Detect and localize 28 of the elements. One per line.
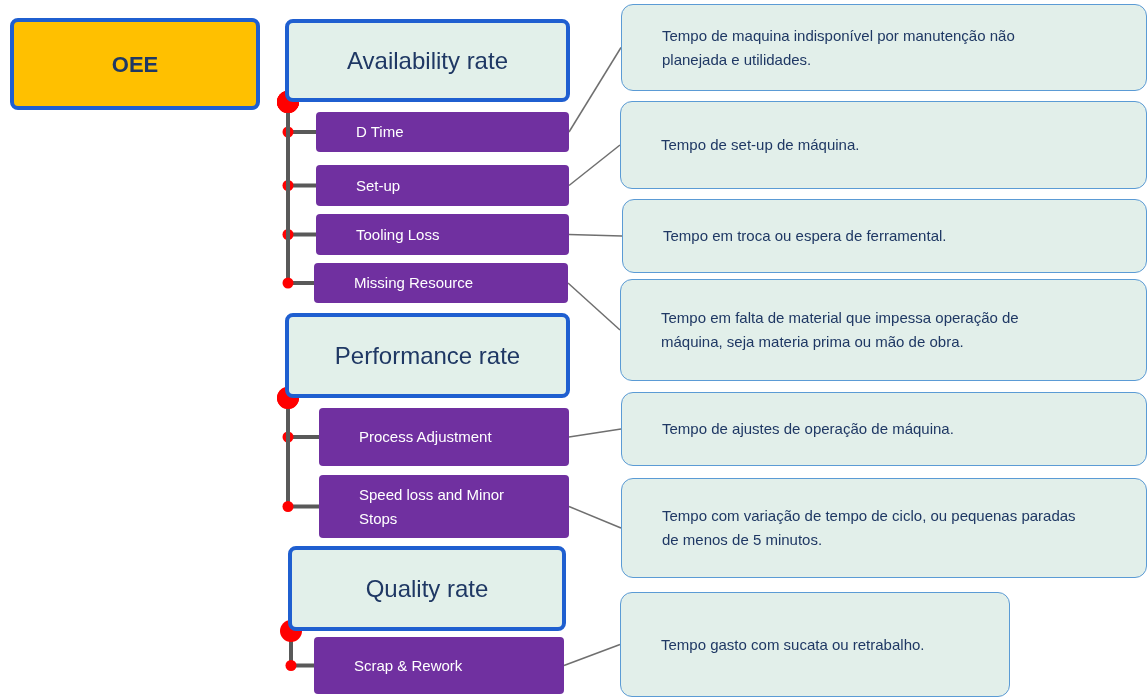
description-box: Tempo em falta de material que impessa operação de máquina, seja materia prima ou mão de obra. [620, 279, 1147, 381]
loss-box: Scrap & Rework [314, 637, 564, 694]
tree-connector [277, 91, 314, 289]
loss-box: Tooling Loss [316, 214, 569, 255]
connector-line [568, 428, 622, 438]
description-box: Tempo de maquina indisponível por manutenção não planejada e utilidades. [621, 4, 1147, 91]
tree-connector [277, 387, 319, 512]
connector-line [568, 505, 622, 529]
category-box: Quality rate [288, 546, 566, 631]
connector-line [568, 46, 622, 133]
loss-box: Set-up [316, 165, 569, 206]
category-box: Performance rate [285, 313, 570, 398]
description-box: Tempo em troca ou espera de ferramental. [622, 199, 1147, 273]
connector-line [567, 282, 621, 331]
connector-line [568, 233, 623, 237]
category-box: Availability rate [285, 19, 570, 102]
loss-box: Speed loss and Minor Stops [319, 475, 569, 538]
loss-box: Process Adjustment [319, 408, 569, 466]
connector-line [563, 643, 621, 667]
description-box: Tempo com variação de tempo de ciclo, ou pequenas paradas de menos de 5 minutos. [621, 478, 1147, 578]
description-box: Tempo de set-up de máquina. [620, 101, 1147, 189]
tree-connector [280, 620, 314, 671]
loss-box: D Time [316, 112, 569, 152]
connector-line [568, 144, 621, 187]
description-box: Tempo de ajustes de operação de máquina. [621, 392, 1147, 466]
description-box: Tempo gasto com sucata ou retrabalho. [620, 592, 1010, 697]
title-box: OEE [10, 18, 260, 110]
loss-box: Missing Resource [314, 263, 568, 303]
